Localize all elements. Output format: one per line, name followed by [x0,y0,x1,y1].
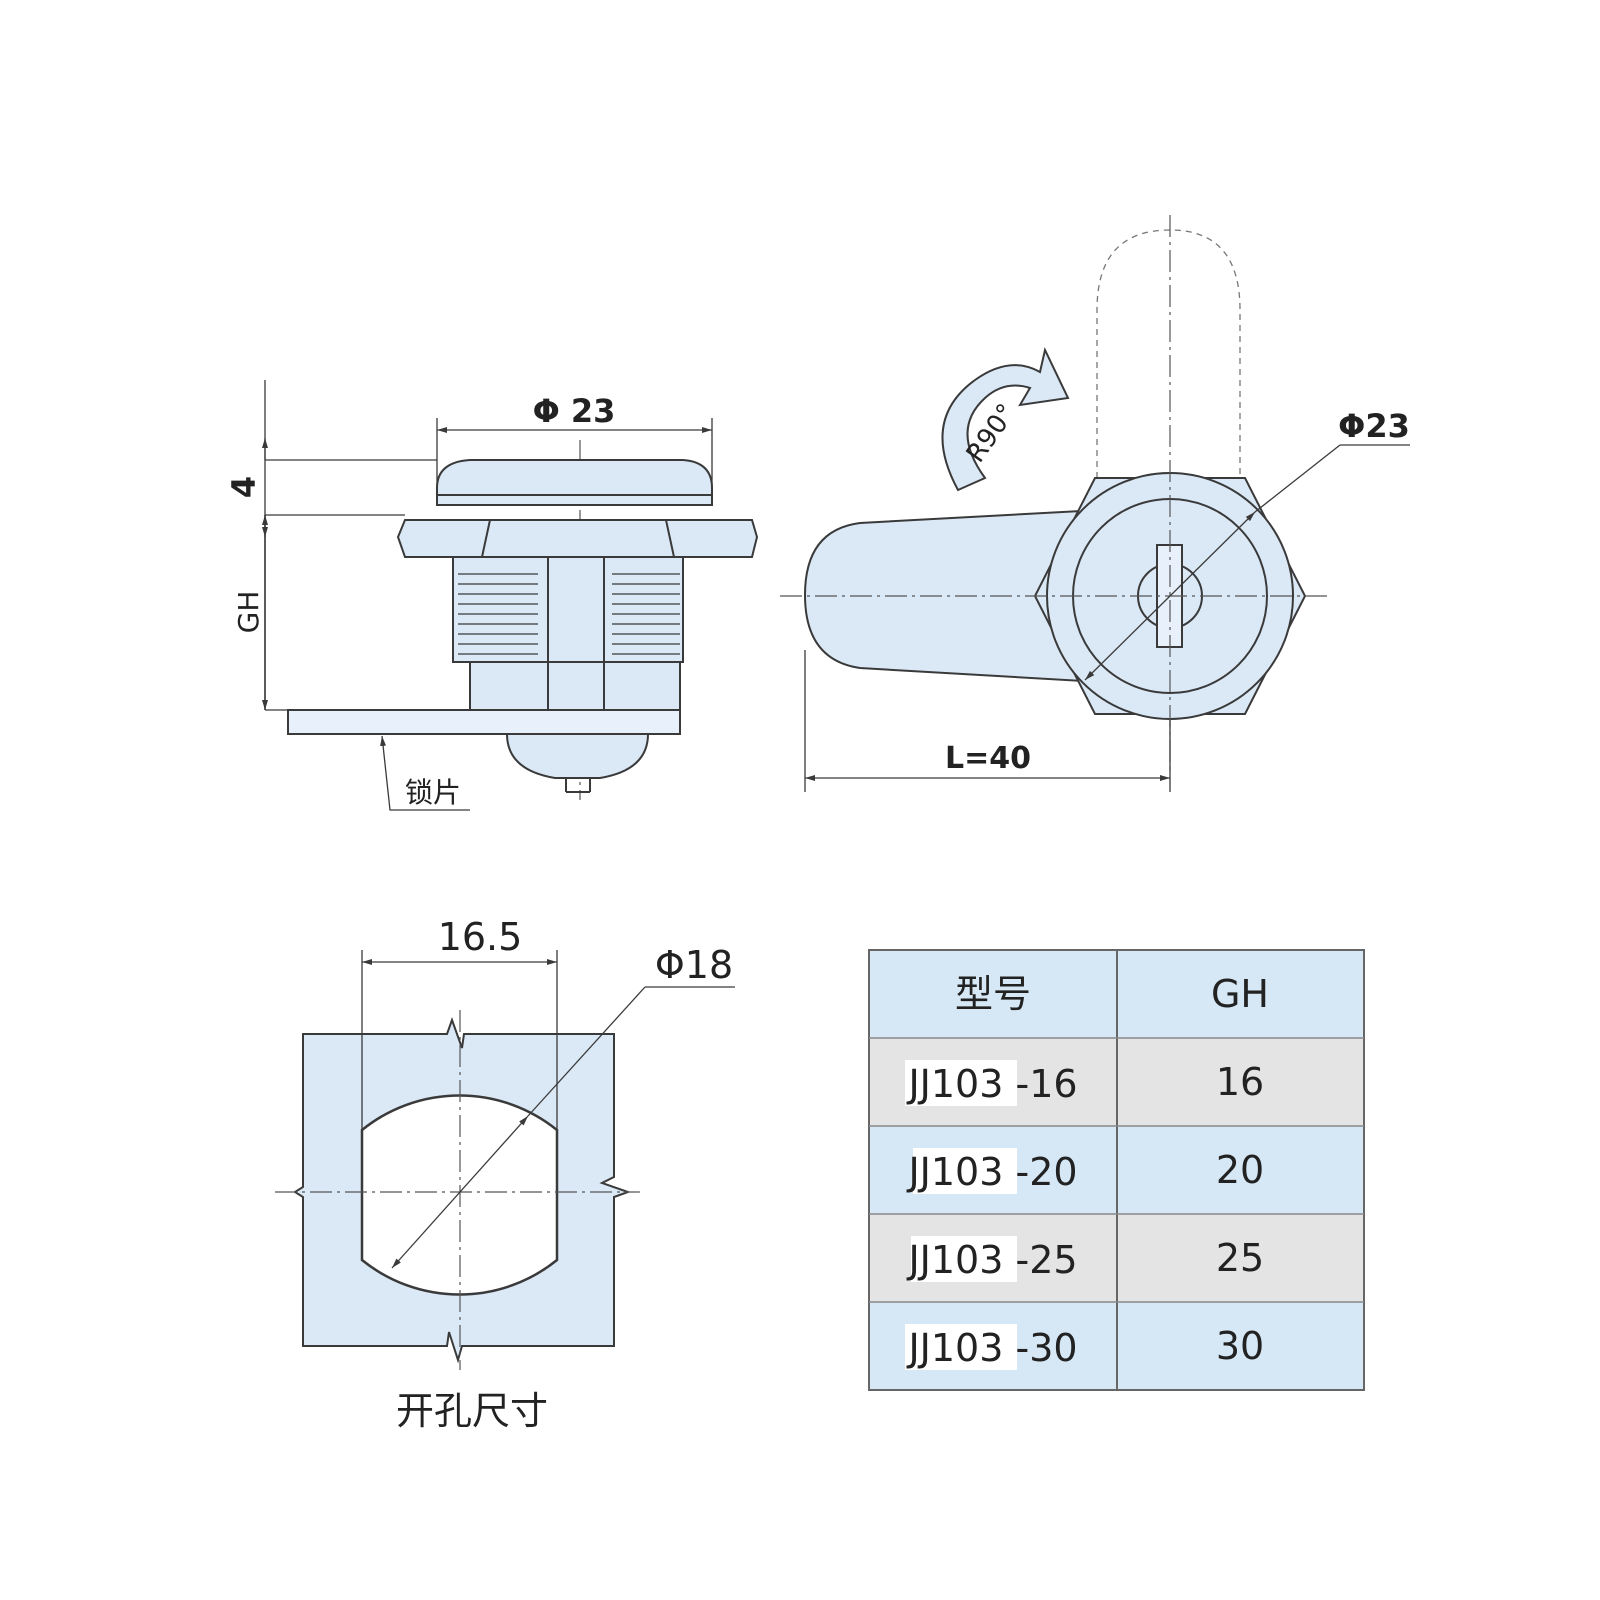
lock-plate-label: 锁片 [405,776,461,809]
thread-lines-left [458,573,538,655]
lower-shank [469,661,681,711]
length-label: L=40 [945,741,1031,776]
side-view: Φ 23 4 GH 锁片 [225,380,759,811]
cutout-diameter-label: Φ18 [655,943,733,987]
lock-cap [436,459,713,506]
rotation-arrow-icon [941,346,1070,492]
rotated-cam-outline [1096,229,1241,478]
thread-lines-right [612,573,680,655]
table-cell-model: JJ103 -25 [906,1238,1077,1282]
table-cell-gh: 16 [1216,1060,1264,1104]
table-header-gh: GH [1211,972,1269,1016]
hex-nut [396,519,759,558]
lock-plate [287,709,681,735]
gh-table: 型号 GH JJ103 -16 16 JJ103 -20 20 JJ103 -2… [868,949,1365,1391]
table-header-model: 型号 [955,972,1031,1016]
table-cell-model: JJ103 -20 [906,1150,1077,1194]
screw-head [505,733,650,779]
cam-arm [803,508,1101,684]
table-cell-gh: 30 [1216,1324,1264,1368]
gh-dimension-label: GH [232,591,265,634]
cutout-width-label: 16.5 [438,915,523,959]
table-cell-gh: 25 [1216,1236,1264,1280]
cutout-caption: 开孔尺寸 [396,1389,548,1433]
table-cell-model: JJ103 -16 [906,1062,1077,1106]
side-diameter-label: Φ 23 [533,392,616,430]
threaded-body [452,556,684,663]
front-diameter-label: Φ23 [1338,407,1410,445]
head-height-label: 4 [225,476,263,498]
cutout-view: 16.5 Φ18 开孔尺寸 [275,915,735,1433]
table-cell-gh: 20 [1216,1148,1264,1192]
table-cell-model: JJ103 -30 [906,1326,1077,1370]
front-view: R90° Φ23 L=40 [780,215,1410,792]
